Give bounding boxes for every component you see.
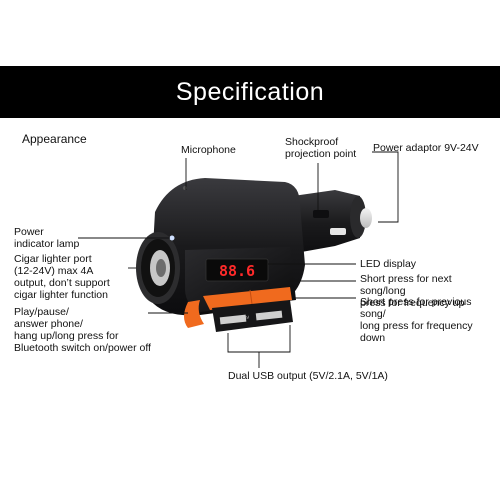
usb-port-right xyxy=(255,310,283,321)
usb-ports xyxy=(212,300,293,332)
appearance-label: Appearance xyxy=(22,132,87,146)
play-pause-button xyxy=(184,300,204,328)
power-indicator-label: Power indicator lamp xyxy=(14,226,80,250)
play-pause-label: Play/pause/ answer phone/ hang up/long p… xyxy=(14,306,151,354)
usb-label-right: 5V 1A xyxy=(262,311,274,317)
leader-lines xyxy=(78,151,399,368)
cigar-lighter-port xyxy=(136,232,180,304)
usb-port-left xyxy=(219,314,247,325)
led-display-label: LED display xyxy=(360,258,417,270)
shockproof-point xyxy=(313,210,329,218)
prev-song-label: Short press for previous song/ long pres… xyxy=(360,296,473,344)
shockproof-label: Shockproof projection point xyxy=(285,136,357,160)
header-bar: Specification xyxy=(0,66,500,118)
power-adaptor-label: Power adaptor 9V-24V xyxy=(373,142,479,154)
microphone-label: Microphone xyxy=(181,144,236,156)
next-song-label: Short press for next song/long press for… xyxy=(360,273,465,309)
cigar-port-label: Cigar lighter port (12-24V) max 4A outpu… xyxy=(14,253,110,301)
usb-output-label: Dual USB output (5V/2.1A, 5V/1A) xyxy=(228,370,388,382)
header-title: Specification xyxy=(175,77,325,106)
led-display-readout: 88.6 xyxy=(219,262,255,280)
power-indicator-lamp xyxy=(169,235,175,241)
prev-next-button-bar xyxy=(203,287,292,310)
usb-label-left: OUTPUT 5V xyxy=(226,315,250,322)
